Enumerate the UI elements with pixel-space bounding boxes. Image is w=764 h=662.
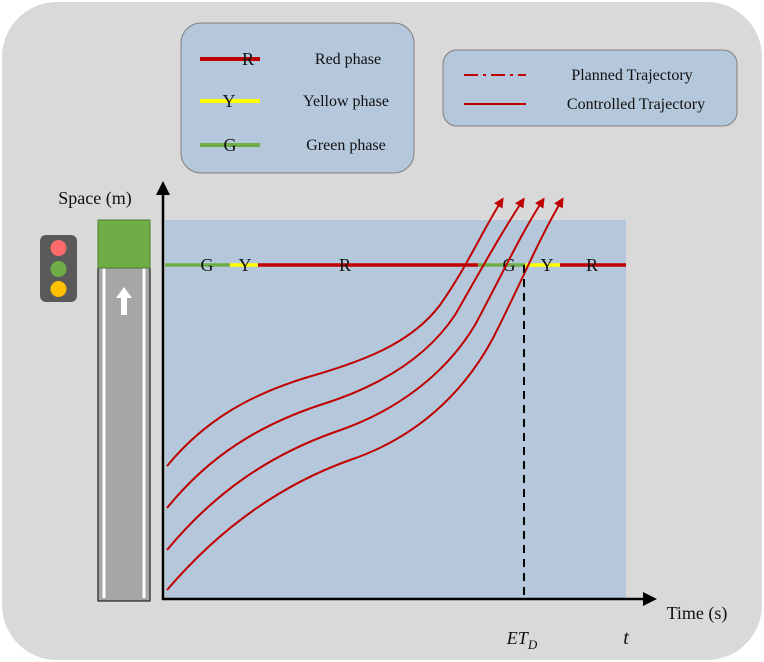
- trajectory-legend: Planned Trajectory Controlled Trajectory: [442, 49, 738, 127]
- phase-legend: R Red phase Y Yellow phase G Green phase: [180, 22, 415, 174]
- signal-letter-y2: Y: [541, 255, 554, 275]
- x-axis-label: Time (s): [667, 603, 728, 624]
- legend-green-label: Green phase: [306, 137, 386, 154]
- signal-letter-g2: G: [503, 255, 516, 275]
- traffic-light-red: [50, 240, 67, 256]
- trajectory-legend-box: [442, 49, 738, 127]
- traffic-light-icon: [40, 235, 77, 302]
- stop-block: [97, 219, 151, 269]
- y-axis-label: Space (m): [58, 188, 131, 209]
- legend-yellow-letter: Y: [223, 91, 236, 111]
- signal-letter-y1: Y: [239, 255, 252, 275]
- signal-bar: G Y R G Y R: [165, 255, 626, 275]
- plot-area: [165, 220, 626, 598]
- traffic-light-yellow: [50, 281, 67, 297]
- signal-letter-r2: R: [586, 255, 598, 275]
- trajectory-1: [166, 197, 504, 467]
- trajectory-4: [166, 197, 564, 591]
- road-icon: [97, 219, 151, 602]
- legend-planned-label: Planned Trajectory: [571, 67, 692, 84]
- trajectory-2: [166, 197, 525, 509]
- signal-letter-r1: R: [339, 255, 351, 275]
- up-arrow-icon: [116, 287, 132, 315]
- legend-red-label: Red phase: [315, 51, 381, 68]
- signal-letter-g1: G: [201, 255, 214, 275]
- legend-yellow-label: Yellow phase: [303, 93, 389, 110]
- legend-red-letter: R: [242, 49, 254, 69]
- traffic-light-green: [50, 261, 67, 277]
- trajectory-3: [166, 197, 545, 551]
- et-d-sub: D: [527, 637, 538, 652]
- et-d-main: ET: [506, 628, 530, 648]
- road-surface: [97, 219, 151, 602]
- legend-controlled-label: Controlled Trajectory: [567, 96, 705, 113]
- et-d-label: ETD: [506, 628, 538, 652]
- x-var-label: t: [623, 627, 629, 649]
- legend-green-letter: G: [224, 135, 237, 155]
- trajectories: [166, 197, 564, 591]
